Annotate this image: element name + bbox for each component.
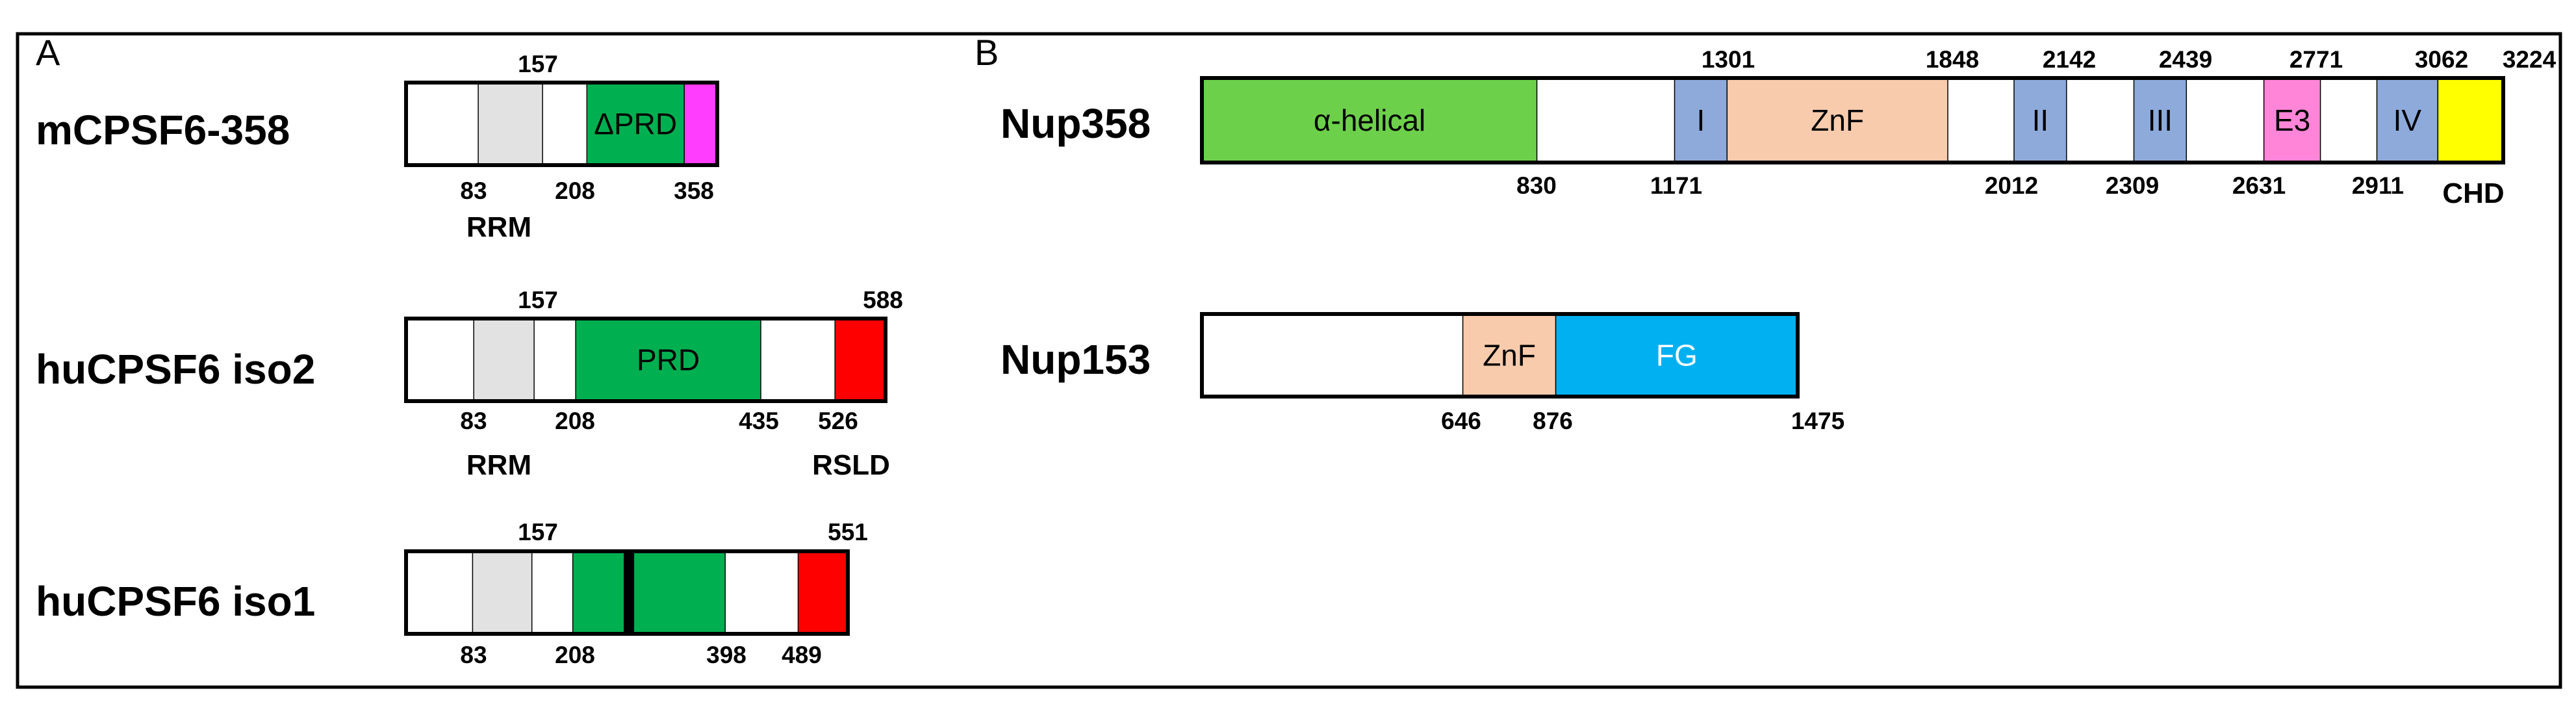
position-label: 208	[555, 177, 595, 204]
protein-name: Nup153	[1001, 336, 1151, 383]
position-label: 358	[674, 177, 714, 204]
domain-box	[472, 551, 533, 634]
domain-box	[478, 82, 543, 166]
domain-box	[1201, 77, 1538, 163]
protein-name: Nup358	[1001, 100, 1151, 147]
domain-label: ΔPRD	[594, 107, 677, 141]
position-label: 2911	[2352, 172, 2404, 199]
position-label: 3224	[2503, 46, 2557, 73]
position-label: 2771	[2289, 46, 2343, 73]
position-label: 2439	[2159, 46, 2212, 73]
position-label: 1848	[1926, 46, 1979, 73]
protein-hucpsf6-iso2: huCPSF6 iso2 PRD 157 588 83 208 435 526 …	[36, 287, 903, 481]
position-label: 83	[460, 177, 487, 204]
position-label: 551	[828, 519, 868, 545]
domain-label: PRD	[637, 343, 700, 377]
rsld-label: RSLD	[812, 449, 890, 481]
protein-outline	[404, 317, 887, 403]
position-label: 157	[518, 287, 558, 313]
position-label: 157	[518, 519, 558, 545]
domain-box	[2013, 77, 2067, 163]
position-label: 526	[818, 408, 858, 434]
protein-name: huCPSF6 iso2	[36, 346, 315, 393]
domain-box	[683, 82, 718, 166]
position-label: 83	[460, 642, 487, 668]
protein-outline	[1200, 76, 2505, 164]
protein-name: mCPSF6-358	[36, 107, 290, 153]
protein-hucpsf6-iso1: huCPSF6 iso1 157 551 83 208 398 489	[36, 519, 868, 668]
protein-name: huCPSF6 iso1	[36, 578, 315, 625]
domain-box	[2263, 77, 2321, 163]
position-label: 2012	[1985, 172, 2038, 199]
rrm-label: RRM	[466, 449, 531, 481]
domain-box	[2376, 77, 2439, 163]
domain-box	[834, 318, 886, 402]
position-label: 830	[1516, 172, 1557, 199]
position-label: 157	[518, 51, 558, 77]
domain-box	[1726, 77, 1948, 163]
domain-label: ZnF	[1483, 339, 1536, 373]
domain-box	[2437, 77, 2504, 163]
domain-label: E3	[2274, 103, 2310, 137]
domain-label: I	[1697, 103, 1705, 137]
domain-label: FG	[1656, 339, 1698, 373]
position-label: 2631	[2232, 172, 2286, 199]
position-label: 398	[706, 642, 746, 668]
domain-box	[797, 551, 848, 634]
position-label: 876	[1533, 408, 1573, 434]
position-label: 435	[739, 408, 779, 434]
position-label: 208	[555, 642, 595, 668]
protein-outline	[1200, 312, 1800, 399]
protein-mcpsf6-358: mCPSF6-358 ΔPRD 157 83 208 358 RRM	[36, 51, 719, 243]
chd-label: CHD	[2442, 177, 2504, 209]
domain-box	[1555, 313, 1798, 397]
panel-letter-a: A	[36, 32, 60, 73]
outer-frame	[16, 32, 2562, 689]
protein-outline	[404, 81, 719, 167]
position-label: 1475	[1791, 408, 1844, 434]
protein-nup153: Nup153 ZnF FG 646 876 1475	[1001, 312, 1844, 434]
position-label: 2142	[2043, 46, 2096, 73]
motif-bar	[624, 551, 635, 634]
position-label: 1301	[1702, 46, 1755, 73]
position-label: 3062	[2415, 46, 2468, 73]
position-label: 83	[460, 408, 487, 434]
position-label: 646	[1441, 408, 1481, 434]
domain-label: α-helical	[1314, 103, 1425, 137]
domain-box	[572, 551, 726, 634]
domain-label: II	[2032, 103, 2049, 137]
domain-box	[2133, 77, 2187, 163]
position-label: 489	[782, 642, 822, 668]
position-label: 588	[863, 287, 903, 313]
domain-box	[1462, 313, 1557, 397]
panel-letter-b: B	[975, 32, 999, 73]
position-label: 1171	[1650, 172, 1702, 199]
position-label: 208	[555, 408, 595, 434]
protein-outline	[404, 549, 850, 636]
position-label: 2309	[2106, 172, 2159, 199]
rrm-label: RRM	[466, 211, 531, 243]
domain-label: IV	[2393, 103, 2422, 137]
domain-label: ZnF	[1811, 103, 1864, 137]
domain-box	[473, 318, 535, 402]
domain-label: III	[2148, 103, 2173, 137]
